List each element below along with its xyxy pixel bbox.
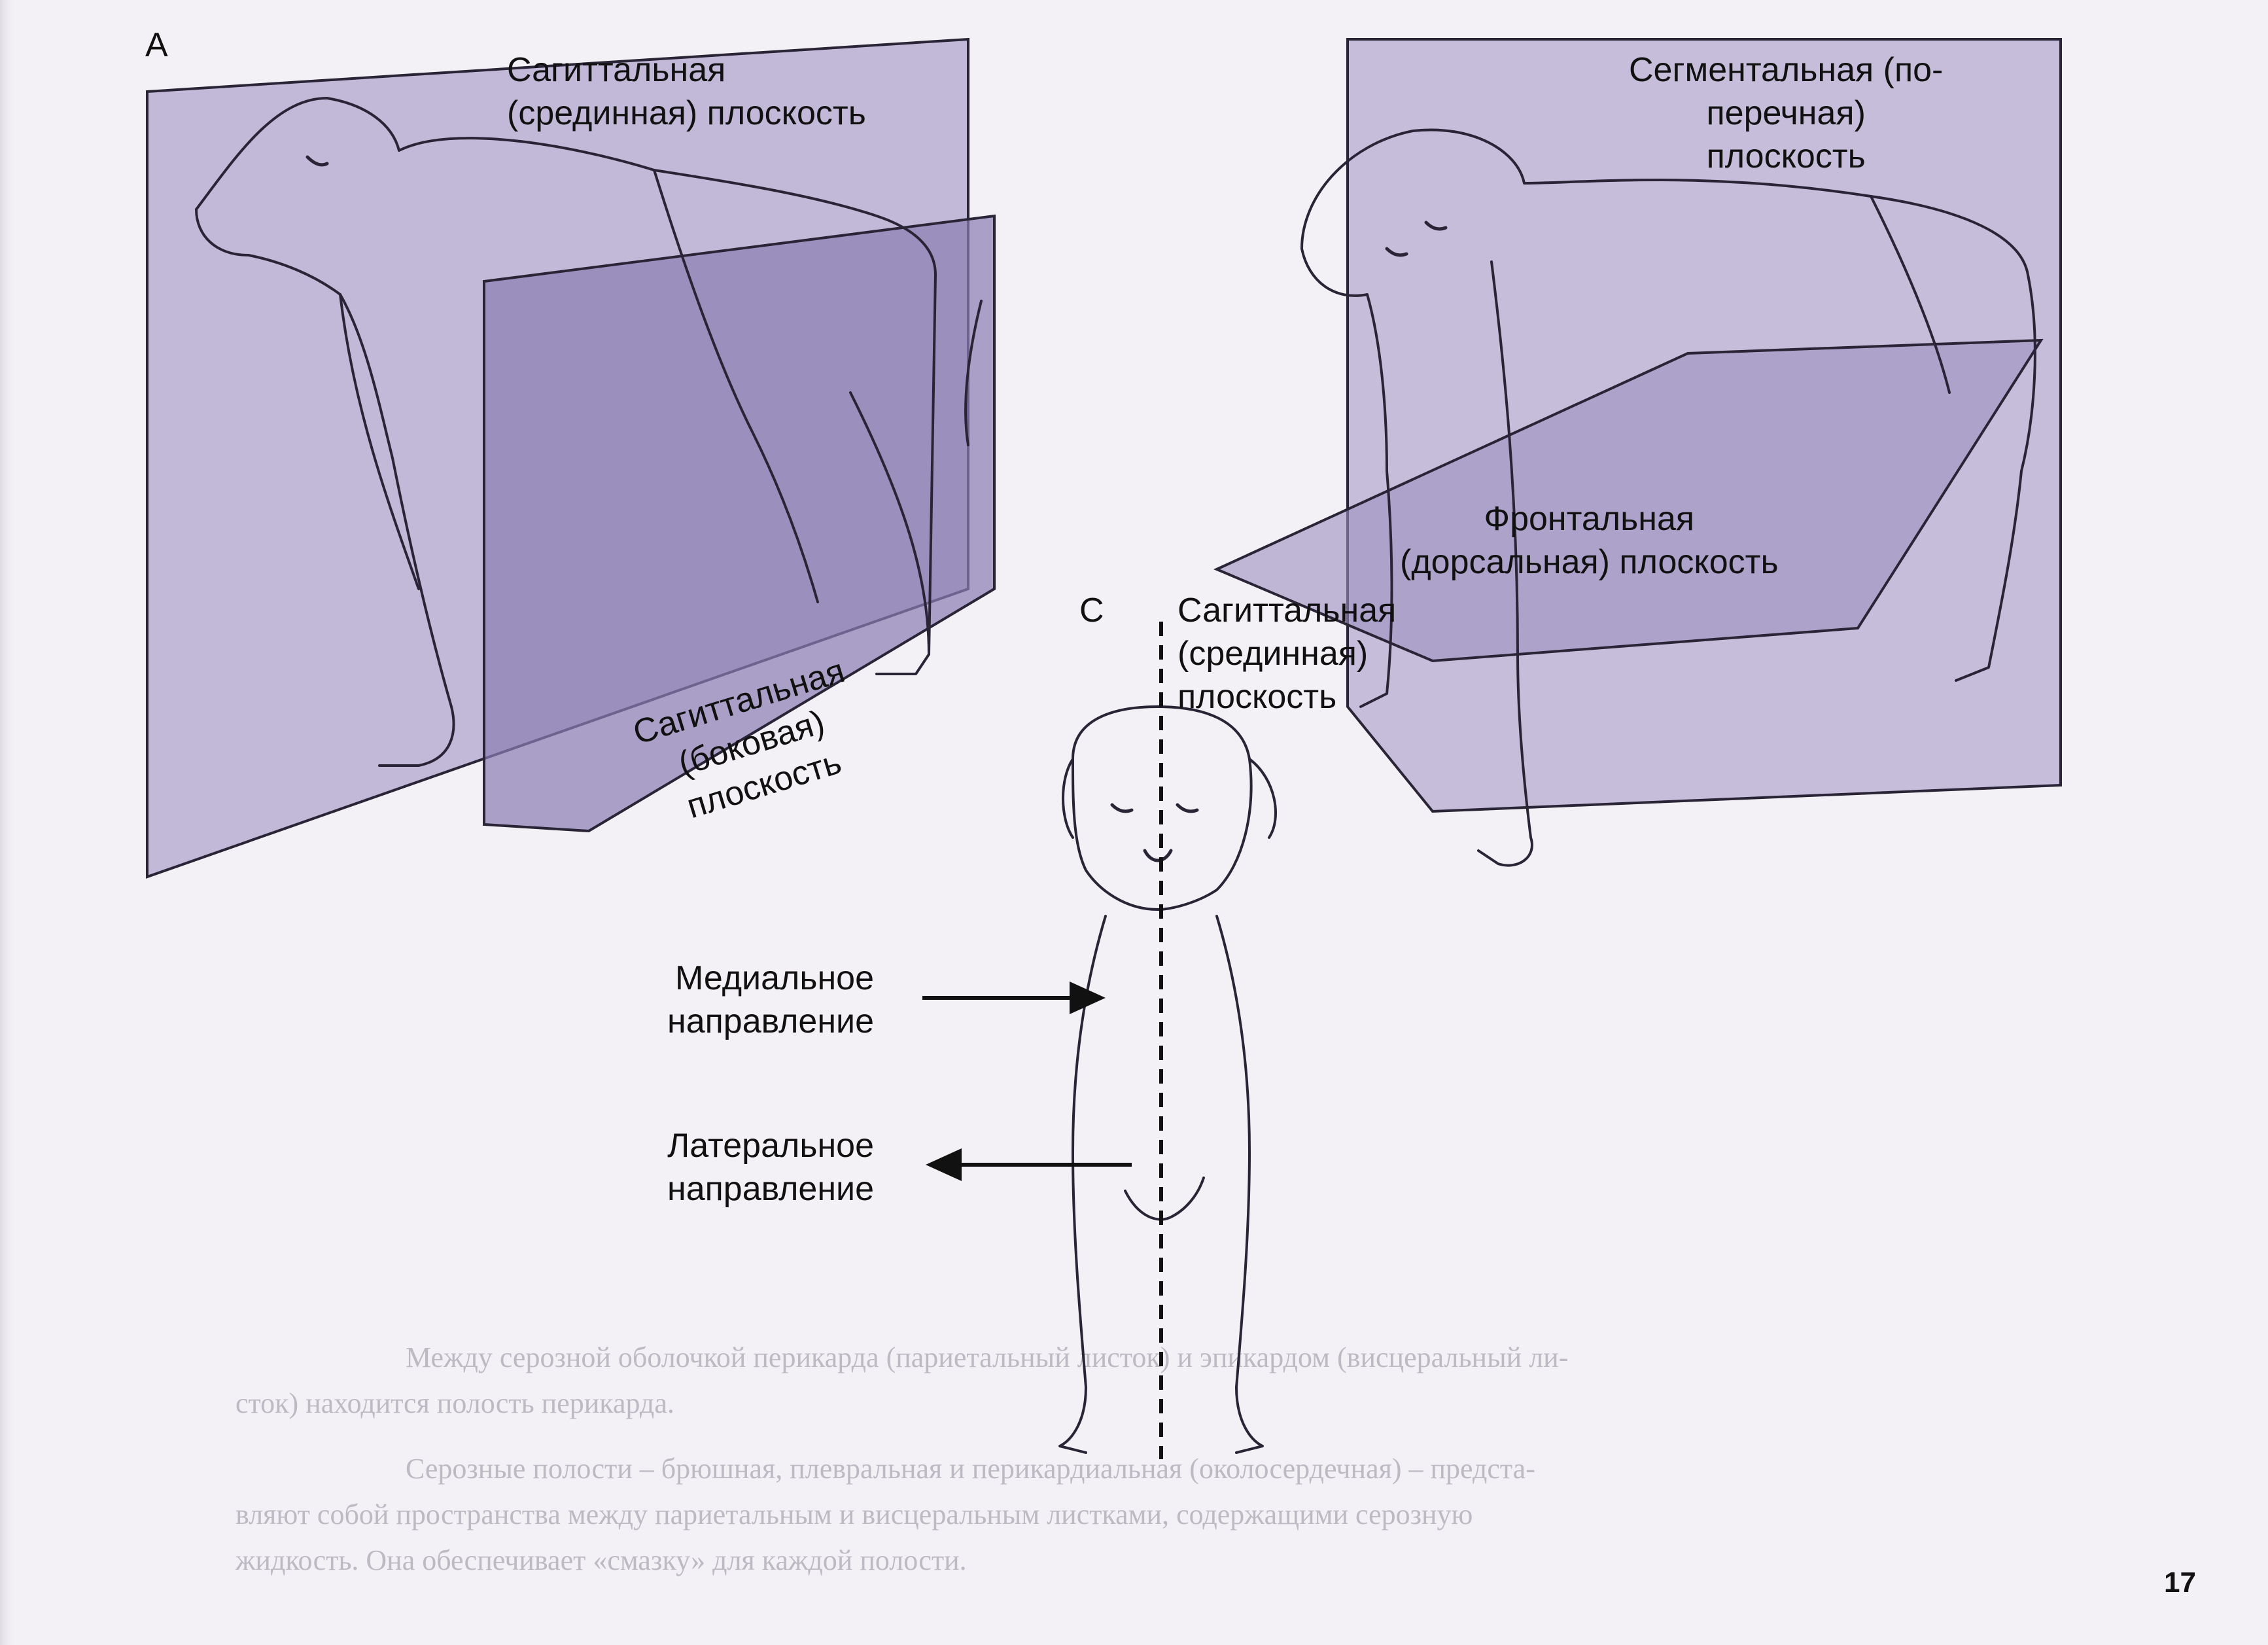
- label-line: Сагиттальная: [1178, 592, 1397, 629]
- bleed-through-line: сток) находится полость перикарда.: [236, 1387, 674, 1419]
- label-line: направление: [667, 1002, 875, 1040]
- page-number: 17: [2164, 1566, 2196, 1599]
- sagittal-median-plane-label-top: Сагиттальная (срединная) плоскость: [507, 48, 866, 135]
- dog-side-view-a: [195, 97, 983, 767]
- dog-front-view-c: [1058, 705, 1277, 1454]
- medial-direction-label: Медиальное направление: [667, 957, 874, 1043]
- label-line: (срединная): [1178, 635, 1369, 673]
- label-line: Сегментальная (по-: [1629, 51, 1944, 89]
- panel-a-letter: A: [145, 26, 168, 64]
- frontal-plane: [1213, 338, 2044, 663]
- medial-arrow: [922, 982, 1106, 1014]
- label-line: перечная): [1706, 94, 1866, 132]
- label-line: направление: [667, 1170, 875, 1208]
- label-line: плоскость: [1178, 678, 1337, 716]
- label-line: плоскость: [1706, 137, 1866, 175]
- bleed-through-line: жидкость. Она обеспечивает «смазку» для …: [236, 1544, 967, 1576]
- lateral-arrow: [926, 1148, 1132, 1181]
- bleed-through-line: Серозные полости – брюшная, плевральная …: [406, 1453, 1535, 1485]
- segmental-plane-label: Сегментальная (по- перечная) плоскость: [1629, 48, 1943, 178]
- label-line: Латеральное: [667, 1127, 875, 1165]
- dog-perspective-view-b: [1300, 128, 2036, 867]
- label-line: (дорсальная) плоскость: [1400, 543, 1779, 581]
- sagittal-lateral-plane-a: [483, 214, 996, 833]
- bleed-through-line: Между серозной оболочкой перикарда (пари…: [406, 1341, 1569, 1373]
- frontal-plane-label: Фронтальная (дорсальная) плоскость: [1400, 497, 1779, 584]
- label-line: Медиальное: [675, 959, 875, 997]
- panel-c-letter: C: [1079, 592, 1104, 629]
- sagittal-median-plane-label-center: Сагиттальная (срединная) плоскость: [1178, 589, 1396, 718]
- page-edge-shadow: [0, 0, 196, 1645]
- label-line: Сагиттальная: [507, 51, 726, 89]
- label-line: Фронтальная: [1484, 500, 1695, 538]
- label-line: (срединная) плоскость: [507, 94, 866, 132]
- lateral-direction-label: Латеральное направление: [667, 1124, 874, 1211]
- bleed-through-line: вляют собой пространства между париеталь…: [236, 1498, 1473, 1530]
